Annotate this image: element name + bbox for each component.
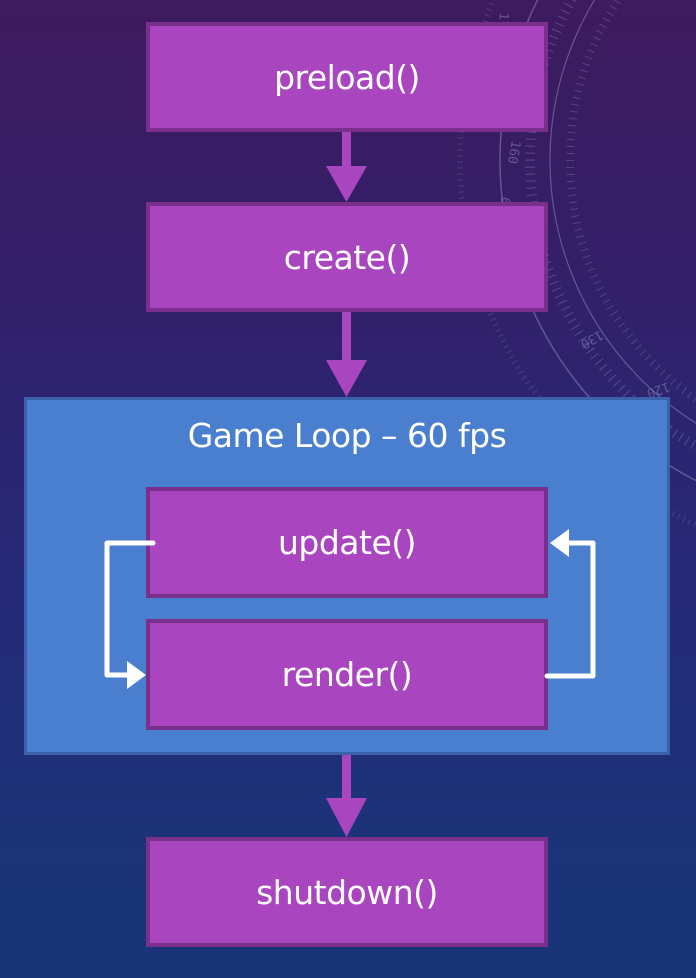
node-create-label: create() [283, 237, 411, 277]
node-update[interactable]: update() [146, 487, 548, 598]
game-loop-title: Game Loop – 60 fps [187, 416, 507, 455]
dial-label: 160 [504, 139, 523, 165]
dial-label: 130 [578, 327, 606, 352]
arrow-preload-to-create [326, 132, 367, 202]
node-preload-label: preload() [274, 57, 420, 97]
node-shutdown-label: shutdown() [256, 872, 438, 912]
arrow-create-to-game-loop [326, 312, 367, 397]
node-shutdown[interactable]: shutdown() [146, 837, 548, 947]
node-render[interactable]: render() [146, 619, 548, 730]
arrow-game-loop-to-shutdown [326, 755, 367, 837]
node-render-label: render() [281, 655, 413, 694]
node-preload[interactable]: preload() [146, 22, 548, 132]
node-create[interactable]: create() [146, 202, 548, 312]
node-update-label: update() [277, 523, 417, 562]
